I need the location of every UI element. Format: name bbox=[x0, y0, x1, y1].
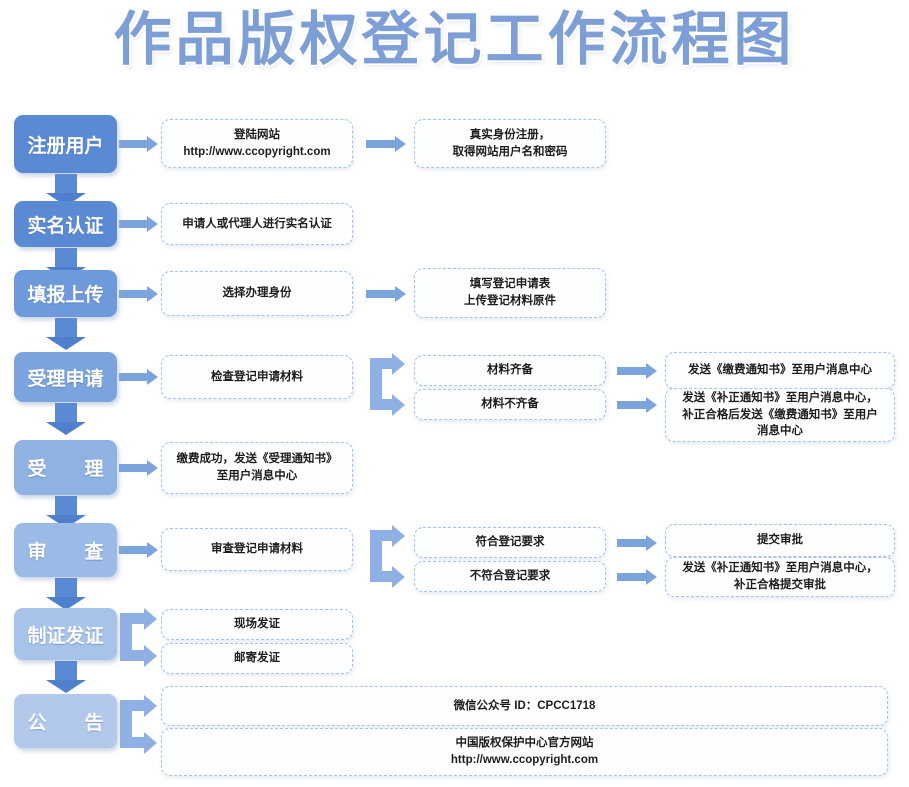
box-text: 现场发证 bbox=[234, 618, 280, 631]
stage-label: 受理申请 bbox=[27, 368, 104, 390]
splitter-acceptapply bbox=[370, 353, 405, 416]
stage-label: 实名认证 bbox=[27, 215, 104, 237]
down-arrow-6 bbox=[46, 578, 86, 610]
box-text: 真实身份注册， 取得网站用户名和密码 bbox=[452, 128, 568, 158]
arrow-review-branch-a-to-result-a bbox=[617, 535, 657, 551]
box-text: 选择办理身份 bbox=[222, 287, 292, 300]
down-arrow-7 bbox=[46, 661, 86, 693]
stage-box-issue[interactable]: 制证发证 bbox=[14, 608, 117, 660]
box-text: 符合登记要求 bbox=[475, 536, 545, 549]
stage-label: 受 理 bbox=[27, 459, 104, 480]
stage-box-accept-apply[interactable]: 受理申请 bbox=[14, 352, 117, 402]
stage-box-announce[interactable]: 公 告 bbox=[14, 694, 117, 748]
stage-box-register[interactable]: 注册用户 bbox=[14, 115, 117, 173]
box-review-branch-b: 不符合登记要求 bbox=[414, 561, 606, 592]
box-accept-step1: 缴费成功，发送《受理通知书》 至用户消息中心 bbox=[161, 442, 353, 494]
box-text: 微信公众号 ID：CPCC1718 bbox=[453, 699, 596, 712]
stage-label: 填报上传 bbox=[27, 285, 104, 306]
arrow-branch-a-to-result-a bbox=[617, 363, 657, 379]
box-register-step2: 真实身份注册， 取得网站用户名和密码 bbox=[414, 119, 606, 168]
box-review-result-a: 提交审批 bbox=[665, 524, 895, 557]
box-review-step1: 审查登记申请材料 bbox=[161, 528, 353, 571]
box-text: 提交审批 bbox=[757, 534, 803, 547]
box-text: 审查登记申请材料 bbox=[211, 543, 303, 556]
box-text: 不符合登记要求 bbox=[469, 570, 551, 583]
down-arrow-4 bbox=[46, 403, 86, 435]
arrow-review-branch-b-to-result-b bbox=[617, 569, 657, 585]
arrow-register-step1-to-step2 bbox=[366, 136, 406, 152]
arrow-register-to-step1 bbox=[119, 136, 158, 152]
box-text: 邮寄发证 bbox=[234, 652, 280, 665]
stage-label: 制证发证 bbox=[27, 625, 104, 647]
splitter-review bbox=[370, 525, 405, 588]
box-text: 填写登记申请表 上传登记材料原件 bbox=[464, 278, 556, 307]
arrow-acceptapply-to-step1 bbox=[119, 369, 158, 385]
box-upload-step1: 选择办理身份 bbox=[161, 271, 353, 316]
splitter-issue bbox=[120, 608, 160, 667]
box-text: 发送《补正通知书》至用户消息中心， 补正合格提交审批 bbox=[682, 562, 878, 591]
box-text: 中国版权保护中心官方网站 http://www.ccopyright.com bbox=[450, 737, 599, 766]
box-text: 发送《缴费通知书》至用户消息中心 bbox=[688, 364, 872, 377]
stage-label: 注册用户 bbox=[27, 135, 104, 157]
stage-box-upload[interactable]: 填报上传 bbox=[14, 270, 117, 317]
stage-box-review[interactable]: 审 查 bbox=[14, 523, 117, 577]
stage-box-accept[interactable]: 受 理 bbox=[14, 440, 117, 495]
down-arrow-3 bbox=[46, 318, 86, 350]
page-title: 作品版权登记工作流程图 bbox=[113, 5, 796, 73]
box-realname-step1: 申请人或代理人进行实名认证 bbox=[161, 203, 353, 245]
arrow-upload-step1-to-step2 bbox=[366, 286, 406, 302]
box-acceptapply-result-a: 发送《缴费通知书》至用户消息中心 bbox=[665, 352, 895, 389]
arrow-branch-b-to-result-b bbox=[617, 397, 657, 413]
arrow-accept-to-step1 bbox=[119, 460, 158, 476]
arrow-review-to-step1 bbox=[119, 542, 158, 558]
stage-label: 公 告 bbox=[27, 712, 104, 734]
box-text: 检查登记申请材料 bbox=[211, 370, 303, 383]
stage-label: 审 查 bbox=[27, 541, 104, 563]
arrow-upload-to-step1 bbox=[119, 286, 158, 302]
box-acceptapply-result-b: 发送《补正通知书》至用户消息中心， 补正合格后发送《缴费通知书》至用户 消息中心 bbox=[665, 388, 895, 442]
box-announce-branch-a: 微信公众号 ID：CPCC1718 bbox=[161, 686, 888, 726]
box-acceptapply-branch-b: 材料不齐备 bbox=[414, 389, 606, 420]
stage-box-realname[interactable]: 实名认证 bbox=[14, 201, 117, 247]
splitter-announce bbox=[120, 695, 160, 754]
box-text: 材料齐备 bbox=[487, 364, 533, 377]
box-announce-branch-b: 中国版权保护中心官方网站 http://www.ccopyright.com bbox=[161, 728, 888, 776]
box-upload-step2: 填写登记申请表 上传登记材料原件 bbox=[414, 268, 606, 318]
box-review-result-b: 发送《补正通知书》至用户消息中心， 补正合格提交审批 bbox=[665, 557, 895, 597]
arrow-realname-to-step1 bbox=[119, 216, 158, 232]
box-text: 申请人或代理人进行实名认证 bbox=[182, 217, 332, 230]
box-review-branch-a: 符合登记要求 bbox=[414, 527, 606, 558]
box-issue-branch-a: 现场发证 bbox=[161, 609, 353, 640]
box-register-step1: 登陆网站 http://www.ccopyright.com bbox=[161, 119, 353, 168]
box-issue-branch-b: 邮寄发证 bbox=[161, 643, 353, 674]
box-text: 材料不齐备 bbox=[481, 398, 539, 411]
box-text: 登陆网站 http://www.ccopyright.com bbox=[183, 128, 331, 158]
box-acceptapply-step1: 检查登记申请材料 bbox=[161, 355, 353, 399]
box-text: 缴费成功，发送《受理通知书》 至用户消息中心 bbox=[176, 453, 338, 482]
box-text: 发送《补正通知书》至用户消息中心， 补正合格后发送《缴费通知书》至用户 消息中心 bbox=[682, 392, 878, 438]
box-acceptapply-branch-a: 材料齐备 bbox=[414, 355, 606, 386]
